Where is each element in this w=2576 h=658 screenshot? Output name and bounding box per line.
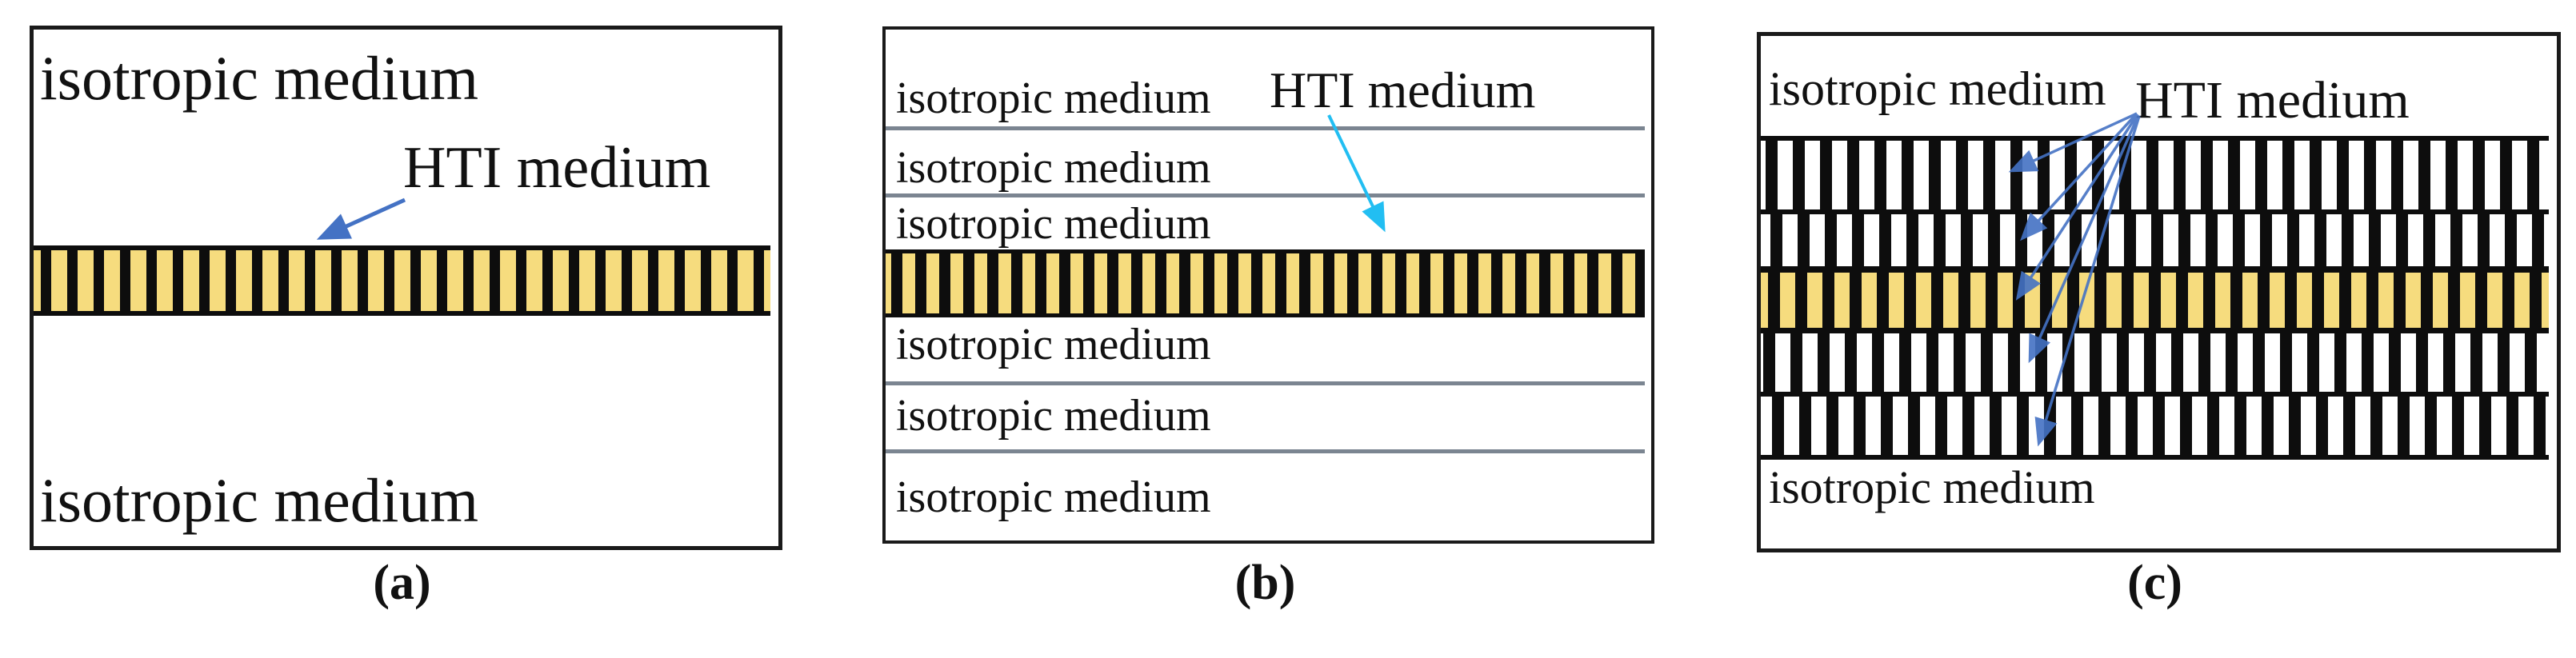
panel-b-hti-striped-band xyxy=(886,249,1645,317)
panel-c-top-label: isotropic medium xyxy=(1769,62,2106,115)
panel-b-layer-5-label: isotropic medium xyxy=(896,391,1211,441)
hti-pointer-arrow-icon xyxy=(316,197,406,240)
panel-b-layer-6-label: isotropic medium xyxy=(896,473,1211,522)
panel-a-caption: (a) xyxy=(373,556,431,610)
panel-b-layer-4-label: isotropic medium xyxy=(896,320,1211,369)
hti-pointer-arrow-icon xyxy=(1327,114,1386,233)
layer-divider xyxy=(886,381,1645,385)
panel-b-layer-3-label: isotropic medium xyxy=(896,199,1211,249)
panel-c-striped-band-2 xyxy=(1761,209,2549,266)
panel-c-striped-band-1 xyxy=(1761,136,2549,209)
panel-a-box: isotropic medium HTI medium isotropic me… xyxy=(30,26,782,550)
panel-c-box: isotropic medium HTI medium isotropic me… xyxy=(1757,32,2561,552)
panel-a-bottom-label: isotropic medium xyxy=(40,465,479,535)
panel-c-hti-label: HTI medium xyxy=(2135,71,2410,130)
panel-a-top-label: isotropic medium xyxy=(40,43,479,113)
panel-c-bottom-label: isotropic medium xyxy=(1769,461,2095,513)
panel-b-layer-1-label: isotropic medium xyxy=(896,74,1211,123)
layer-divider xyxy=(886,193,1645,197)
panel-c-caption: (c) xyxy=(2127,556,2182,610)
layer-divider xyxy=(886,449,1645,453)
panel-c-striped-band-4 xyxy=(1761,328,2549,392)
panel-c-hti-striped-band xyxy=(1761,266,2549,328)
panel-b-caption: (b) xyxy=(1234,556,1296,610)
panel-b-layer-2-label: isotropic medium xyxy=(896,143,1211,193)
panel-a-hti-label: HTI medium xyxy=(403,135,711,201)
panel-b-hti-label: HTI medium xyxy=(1270,62,1536,118)
layer-divider xyxy=(886,126,1645,130)
panel-a-hti-striped-band xyxy=(34,245,770,316)
panel-b-box: isotropic medium HTI medium isotropic me… xyxy=(882,26,1654,544)
panel-c-striped-band-5 xyxy=(1761,392,2549,460)
